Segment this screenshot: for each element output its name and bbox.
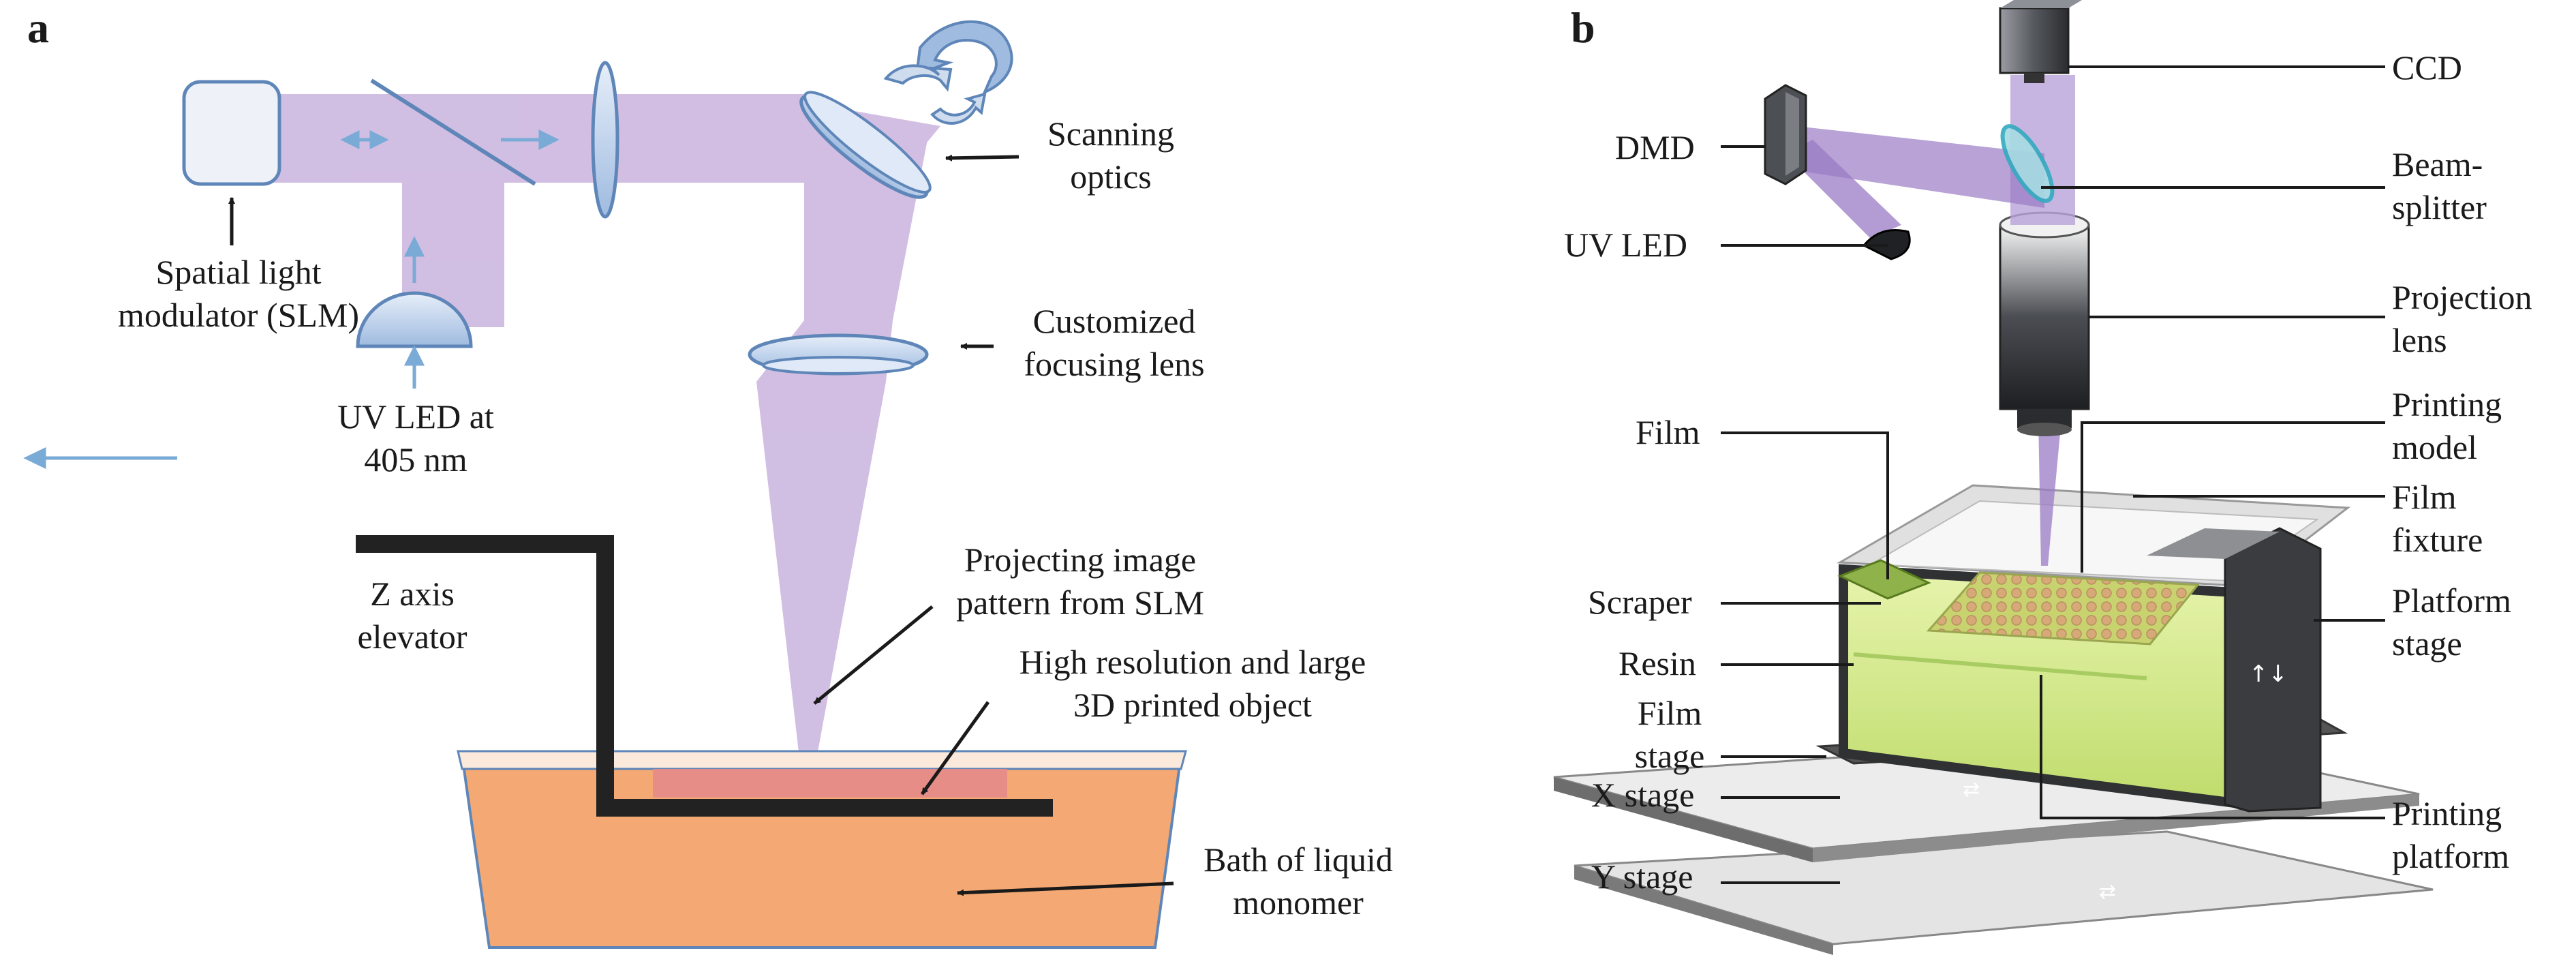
label-proj-line2: pattern from SLM bbox=[956, 583, 1204, 622]
projection-lens bbox=[1999, 211, 2090, 436]
label-scraper: Scraper bbox=[1588, 583, 1692, 621]
panel-letter-a: a bbox=[27, 3, 49, 52]
label-x-stage: X stage bbox=[1591, 776, 1695, 814]
label-film: Film bbox=[1636, 413, 1700, 451]
label-bs-line2: splitter bbox=[2392, 187, 2487, 226]
label-bs-line1: Beam- bbox=[2392, 145, 2483, 183]
dmd-beam bbox=[1796, 126, 2044, 208]
printing-model bbox=[1926, 571, 2200, 646]
label-beam-splitter: Beam- splitter bbox=[2392, 143, 2487, 228]
label-uv-line1: UV LED at bbox=[337, 397, 494, 436]
left-arrow-icon bbox=[23, 447, 177, 469]
label-y-stage: Y stage bbox=[1591, 858, 1693, 896]
right-arrow-icon bbox=[501, 129, 559, 151]
ccd-camera bbox=[1999, 0, 2082, 83]
y-stage-edge bbox=[1574, 866, 1833, 955]
scanning-mirror bbox=[799, 91, 932, 199]
label-slm-line2: modulator (SLM) bbox=[117, 295, 360, 334]
label-projecting-image: Projecting image pattern from SLM bbox=[906, 539, 1254, 624]
label-bath-line1: Bath of liquid bbox=[1203, 840, 1393, 879]
label-obj-line2: 3D printed object bbox=[1073, 685, 1312, 724]
label-film-stage: Film stage bbox=[1622, 692, 1717, 777]
label-printing-model: Printing model bbox=[2392, 383, 2502, 468]
label-ff-line2: fixture bbox=[2392, 520, 2483, 559]
rotation-arrow-icon bbox=[883, 20, 1013, 125]
focusing-lens bbox=[748, 333, 929, 376]
label-dmd: DMD bbox=[1615, 128, 1695, 166]
panel-b: ↑↓ bbox=[1553, 0, 2434, 955]
printed-object bbox=[653, 769, 1007, 798]
dmd-device bbox=[1764, 84, 1807, 185]
label-bath-line2: monomer bbox=[1233, 883, 1364, 922]
label-slm: Spatial light modulator (SLM) bbox=[89, 251, 388, 336]
y-stage-arrows-icon: ⇄ bbox=[2099, 880, 2116, 904]
label-printing-platform: Printing platform bbox=[2392, 792, 2509, 877]
film-fixture-inner bbox=[1868, 500, 2319, 582]
y-stage bbox=[1574, 830, 2434, 945]
label-ps-line1: Platform bbox=[2392, 581, 2511, 620]
label-pm-line2: model bbox=[2392, 427, 2477, 466]
label-pl-line2: lens bbox=[2392, 320, 2447, 359]
label-platform-stage: Platform stage bbox=[2392, 579, 2511, 665]
beam-splitter-b bbox=[2000, 124, 2055, 203]
label-obj-line1: High resolution and large bbox=[1019, 643, 1366, 681]
label-z-axis: Z axis elevator bbox=[320, 573, 504, 658]
label-uv-line2: 405 nm bbox=[364, 440, 467, 479]
label-ff-line1: Film bbox=[2392, 478, 2457, 516]
label-fs-line1: Film bbox=[1637, 694, 1702, 732]
label-slm-line1: Spatial light bbox=[155, 253, 322, 291]
label-focusing-lens: Customized focusing lens bbox=[992, 300, 1237, 385]
label-z-line2: elevator bbox=[357, 617, 467, 656]
label-pp-line2: platform bbox=[2392, 836, 2510, 875]
double-arrow-icon bbox=[340, 130, 389, 150]
x-stage-edge bbox=[1554, 777, 1813, 862]
label-film-fixture: Film fixture bbox=[2392, 476, 2483, 561]
label-resin: Resin bbox=[1619, 644, 1696, 682]
label-uv-led-b: UV LED bbox=[1564, 226, 1688, 264]
label-printed-object: High resolution and large 3D printed obj… bbox=[975, 641, 1411, 726]
label-ccd: CCD bbox=[2392, 48, 2462, 87]
label-z-line1: Z axis bbox=[370, 575, 455, 613]
label-fs-line2: stage bbox=[1634, 736, 1705, 775]
platform-stage bbox=[2224, 527, 2322, 813]
label-lens-line1: Customized bbox=[1032, 302, 1196, 340]
slm-box bbox=[182, 80, 281, 186]
panel-letter-b: b bbox=[1571, 3, 1595, 52]
x-stage-arrows-icon: ⇄ bbox=[1963, 778, 1980, 802]
bath-rim bbox=[457, 750, 1187, 770]
label-ps-line2: stage bbox=[2392, 624, 2462, 663]
z-axis-elevator bbox=[356, 535, 1053, 817]
label-pm-line1: Printing bbox=[2392, 385, 2502, 423]
label-pp-line1: Printing bbox=[2392, 794, 2502, 832]
label-proj-line1: Projecting image bbox=[964, 541, 1197, 579]
printing-platform bbox=[1853, 652, 2147, 680]
scraper bbox=[1837, 559, 1931, 600]
label-scan-line1: Scanning bbox=[1047, 115, 1175, 153]
label-lens-line2: focusing lens bbox=[1024, 344, 1205, 383]
platform-stage-top bbox=[2147, 528, 2280, 559]
label-uv-led: UV LED at 405 nm bbox=[320, 395, 511, 481]
panel-a bbox=[23, 20, 1187, 949]
platform-stage-arrows-icon: ↑↓ bbox=[2249, 661, 2288, 688]
up-arrow-icon bbox=[403, 236, 425, 389]
leader-arrows-a bbox=[228, 154, 1174, 896]
beam-splitter-a bbox=[370, 78, 536, 186]
uv-led-dome bbox=[356, 291, 473, 348]
uv-beam bbox=[1785, 140, 1901, 239]
leader-lines-b bbox=[1721, 65, 2385, 884]
label-projection-lens: Projection lens bbox=[2392, 276, 2532, 361]
collimating-lens bbox=[591, 61, 619, 219]
label-scanning-optics: Scanning optics bbox=[1022, 112, 1199, 198]
label-pl-line1: Projection bbox=[2392, 278, 2532, 316]
label-bath: Bath of liquid monomer bbox=[1172, 838, 1424, 924]
label-scan-line2: optics bbox=[1070, 157, 1152, 196]
